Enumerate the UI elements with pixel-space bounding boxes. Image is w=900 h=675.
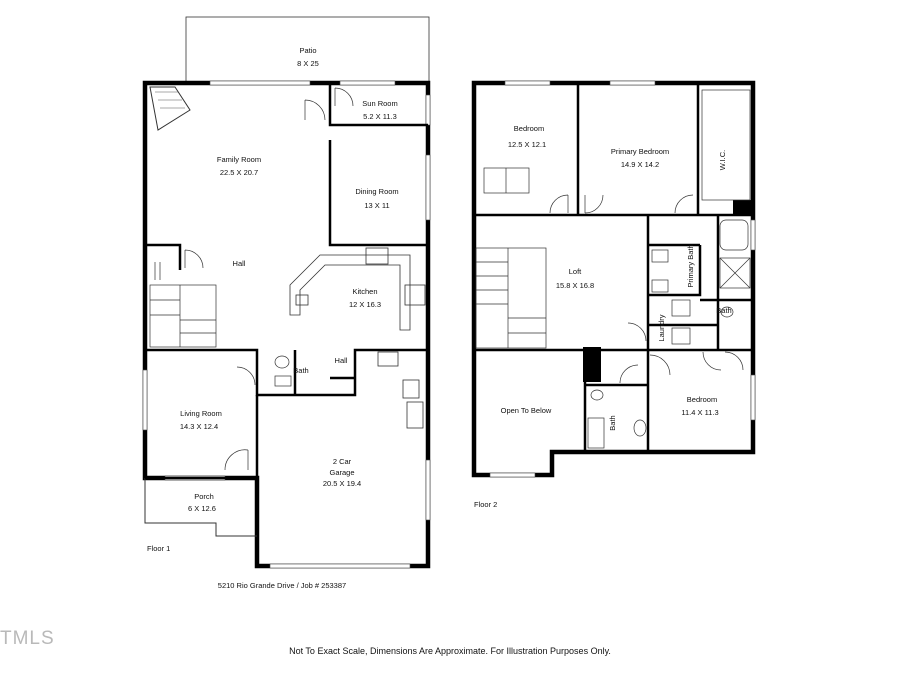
room-name-hall-small: Hall [335, 356, 348, 365]
brand-watermark: TMLS [0, 628, 55, 649]
floor-1-plan: Patio 8 X 25 Sun Room 5.2 X 11.3 Family … [142, 16, 431, 590]
room-name-kitchen: Kitchen [352, 287, 377, 296]
room-name-wic: W.I.C. [718, 150, 727, 170]
room-dims-dining-room: 13 X 11 [364, 201, 389, 210]
room-name-laundry: Laundry [657, 314, 666, 341]
room-dims-family-room: 22.5 X 20.7 [220, 168, 258, 177]
disclaimer-text: Not To Exact Scale, Dimensions Are Appro… [289, 646, 611, 656]
room-name-bath-hall: Bath [608, 415, 617, 430]
room-name-bath-primary-small: Bath [716, 306, 731, 315]
room-name-bath-floor1: Bath [293, 366, 308, 375]
room-dims-primary-bedroom: 14.9 X 14.2 [621, 160, 659, 169]
room-name-primary-bedroom: Primary Bedroom [611, 147, 669, 156]
room-dims-loft: 15.8 X 16.8 [556, 281, 594, 290]
room-name-hall-main: Hall [233, 259, 246, 268]
room-name-loft: Loft [569, 267, 582, 276]
address-label: 5210 Rio Grande Drive / Job # 253387 [218, 581, 346, 590]
room-dims-patio: 8 X 25 [297, 59, 319, 68]
room-name-patio: Patio [299, 46, 316, 55]
room-name-family-room: Family Room [217, 155, 261, 164]
room-name-bedroom-2: Bedroom [687, 395, 717, 404]
floor-1-exterior-wall [142, 80, 431, 569]
room-dims-garage: 20.5 X 19.4 [323, 479, 361, 488]
floor-1-label: Floor 1 [147, 544, 170, 553]
room-dims-sun-room: 5.2 X 11.3 [363, 112, 397, 121]
room-name-open-to-below: Open To Below [501, 406, 552, 415]
room-dims-porch: 6 X 12.6 [188, 504, 216, 513]
room-dims-bedroom-1: 12.5 X 12.1 [508, 140, 546, 149]
room-dims-kitchen: 12 X 16.3 [349, 300, 381, 309]
room-name-primary-bath: Primary Bath [686, 244, 695, 287]
room-dims-living-room: 14.3 X 12.4 [180, 422, 218, 431]
room-dims-bedroom-2: 11.4 X 11.3 [681, 408, 718, 417]
room-name-garage: Garage [329, 468, 354, 477]
room-name-dining-room: Dining Room [355, 187, 398, 196]
floor-2-label: Floor 2 [474, 500, 497, 509]
floor-2-plan: Bedroom 12.5 X 12.1 Primary Bedroom 14.9… [471, 80, 756, 509]
room-name-bedroom-1: Bedroom [514, 124, 544, 133]
porch-outline [144, 478, 257, 537]
room-name-porch: Porch [194, 492, 214, 501]
room-name-living-room: Living Room [180, 409, 222, 418]
room-name-garage-line1: 2 Car [333, 457, 352, 466]
room-name-sun-room: Sun Room [362, 99, 397, 108]
